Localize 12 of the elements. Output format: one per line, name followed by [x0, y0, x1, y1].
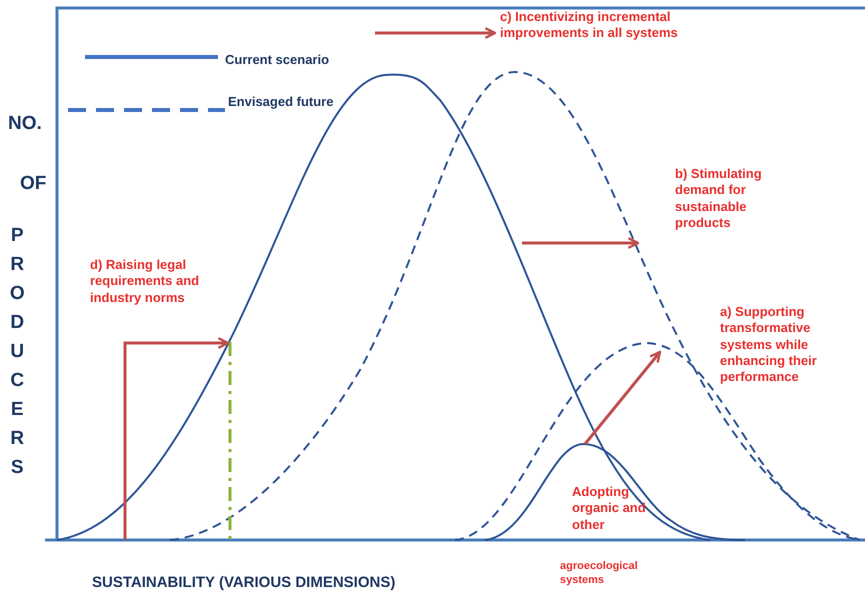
annotation-text: b) Stimulating demand for sustainable products — [675, 166, 763, 231]
annotation-text: d) Raising legal requirements and industry norms — [90, 257, 200, 306]
annotation-text: Adopting organic and other — [572, 484, 647, 533]
legend-label: Current scenario — [225, 52, 330, 68]
annotation-text: agroecological systems — [560, 560, 639, 588]
x-axis-title: SUSTAINABILITY (VARIOUS DIMENSIONS) — [92, 574, 396, 593]
y-axis-title: OF — [20, 172, 46, 196]
annotation-text: a) Supporting transformative systems while enhancing their performance — [720, 304, 818, 386]
legend-label: Envisaged future — [228, 94, 334, 110]
y-axis-title: PRODUCERS — [6, 225, 29, 486]
annotation-text: c) Incentivizing incremental improvements in all systems — [500, 9, 679, 42]
y-axis-title: NO. — [8, 112, 42, 136]
